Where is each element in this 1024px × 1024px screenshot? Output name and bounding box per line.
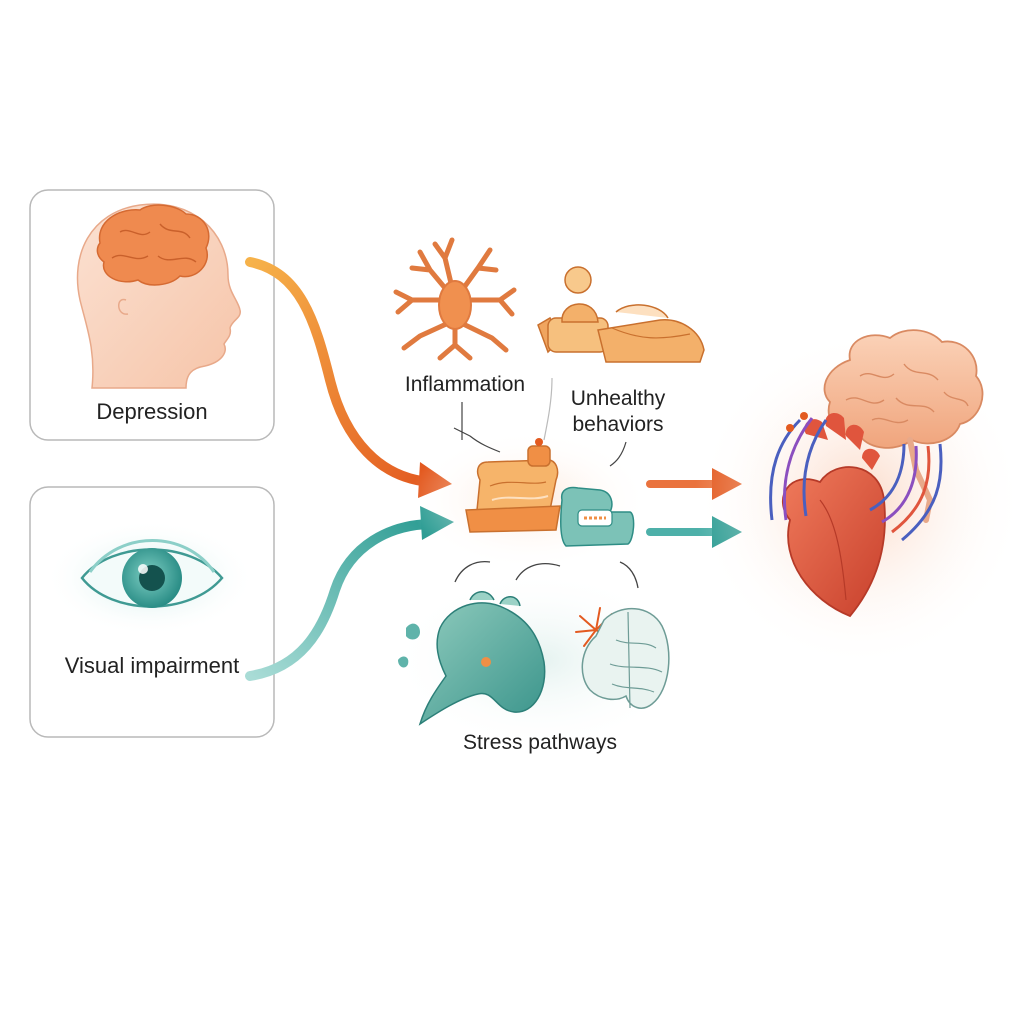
visual-impairment-label: Visual impairment	[64, 653, 240, 678]
stress-connector-right	[619, 561, 639, 589]
inflammation-connector	[453, 402, 501, 453]
sedentary-person-icon	[537, 266, 705, 363]
unhealthy-behaviors-label: Unhealthy behaviors	[570, 387, 666, 437]
eye-icon	[45, 520, 255, 636]
immune-cell-icon	[393, 237, 517, 361]
depression-label: Depression	[96, 399, 208, 424]
behaviors-connector-a	[543, 377, 553, 441]
heart-brain-icon	[769, 329, 984, 618]
stress-connector-mid	[515, 563, 561, 581]
depression-arrow	[245, 257, 435, 487]
couch-person-icon	[465, 438, 561, 533]
stress-pathways-label: Stress pathways	[462, 731, 618, 754]
stress-organs-icon	[398, 591, 670, 726]
recliner-icon	[560, 486, 635, 547]
behaviors-connector-b	[609, 441, 627, 467]
visual-impairment-arrow	[245, 519, 435, 681]
stress-connector-left	[454, 560, 491, 583]
head-brain-icon	[76, 203, 241, 389]
inflammation-label: Inflammation	[404, 373, 526, 396]
